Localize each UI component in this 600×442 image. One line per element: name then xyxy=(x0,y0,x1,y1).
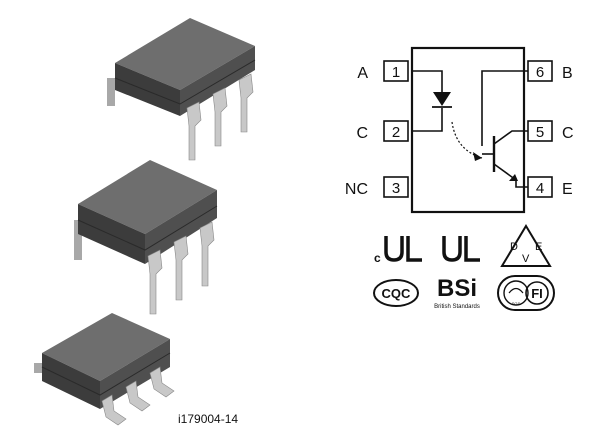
bsi-logo: BSi British Standards xyxy=(434,275,480,310)
pin-5-name: C xyxy=(562,125,574,142)
fi-logo: SGS FI xyxy=(497,275,555,311)
pin-6-number: 6 xyxy=(536,64,544,81)
phototransistor-symbol xyxy=(481,70,528,188)
pin-5-number: 5 xyxy=(536,124,544,141)
pin-1-number: 1 xyxy=(392,64,400,81)
figure-id: i179004-14 xyxy=(178,412,239,426)
led-diode-symbol xyxy=(432,92,452,108)
dip6-package-top xyxy=(107,18,256,161)
pinout-schematic: 1 2 3 6 5 4 A C NC B C E xyxy=(345,46,574,214)
vde-e: E xyxy=(535,241,542,253)
pin-2-name: C xyxy=(356,125,368,142)
cqc-logo: CQC xyxy=(373,279,419,307)
ic-body xyxy=(410,46,526,214)
fi-text: FI xyxy=(531,286,543,301)
bsi-text: BSi xyxy=(437,275,477,302)
emitter-arrow xyxy=(509,174,518,181)
pin-1-name: A xyxy=(357,65,368,82)
right-pins xyxy=(527,60,553,198)
led-circuit xyxy=(412,70,443,132)
vde-v: V xyxy=(522,253,530,265)
bsi-subtitle: British Standards xyxy=(434,304,480,310)
pin-4-name: E xyxy=(562,181,573,198)
pin-3-name: NC xyxy=(345,181,368,198)
ul-c-prefix: c xyxy=(374,251,381,265)
ul-logo xyxy=(442,236,480,262)
pin-3-number: 3 xyxy=(392,180,400,197)
pin-4-number: 4 xyxy=(536,180,544,197)
ul-c-logo: c xyxy=(374,236,422,265)
smd6-package-bottom xyxy=(34,313,175,426)
pin-2-number: 2 xyxy=(392,124,400,141)
light-arrow-icon xyxy=(451,121,483,161)
vde-d: D xyxy=(510,241,518,253)
vde-logo: D V E xyxy=(500,224,552,267)
pin-6-name: B xyxy=(562,65,573,82)
left-pins xyxy=(383,60,409,198)
cqc-text: CQC xyxy=(382,286,412,301)
dip6-package-middle xyxy=(74,160,218,315)
sgs-text: SGS xyxy=(512,301,521,306)
